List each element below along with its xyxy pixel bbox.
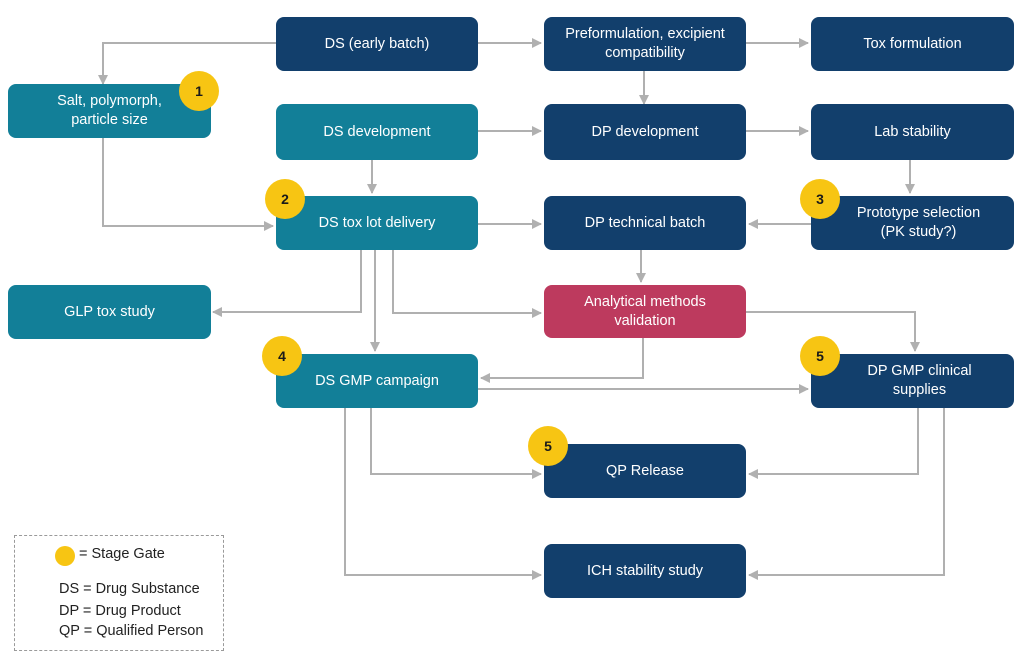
node-ds-early-batch: DS (early batch): [276, 17, 478, 71]
node-ds-tox-lot-delivery: DS tox lot delivery: [276, 196, 478, 250]
arrow-salt-to-ds-tox-lot: [102, 138, 274, 231]
node-ds-gmp-campaign: DS GMP campaign: [276, 354, 478, 408]
arrow-analytical-to-dp-gmp: [746, 311, 920, 352]
node-ich-stability-study: ICH stability study: [544, 544, 746, 598]
node-analytical-methods-validation: Analytical methods validation: [544, 285, 746, 338]
node-preformulation: Preformulation, excipient compatibility: [544, 17, 746, 71]
legend-dp: DP = Drug Product: [59, 603, 181, 619]
stage-gate-legend-dot: [55, 546, 75, 566]
stage-gate-badge: 4: [262, 336, 302, 376]
node-lab-stability: Lab stability: [811, 104, 1014, 160]
legend-stage-gate: = Stage Gate: [79, 546, 165, 562]
stage-gate-badge: 1: [179, 71, 219, 111]
stage-gate-badge: 3: [800, 179, 840, 219]
node-tox-formulation: Tox formulation: [811, 17, 1014, 71]
arrow-dp-gmp-to-ich-stability: [748, 408, 945, 580]
arrow-ds-gmp-to-qp-release: [370, 408, 542, 479]
node-dp-technical-batch: DP technical batch: [544, 196, 746, 250]
arrow-analytical-to-ds-gmp: [480, 338, 644, 383]
legend: = Stage Gate DS = Drug Substance DP = Dr…: [14, 535, 224, 651]
arrow-ds-tox-lot-to-glp: [212, 250, 362, 317]
node-dp-development: DP development: [544, 104, 746, 160]
node-prototype-selection: Prototype selection (PK study?): [811, 196, 1014, 250]
stage-gate-badge: 5: [800, 336, 840, 376]
node-glp-tox-study: GLP tox study: [8, 285, 211, 339]
node-ds-development: DS development: [276, 104, 478, 160]
node-salt-polymorph: Salt, polymorph, particle size: [8, 84, 211, 138]
arrow-ds-early-to-salt: [98, 42, 276, 85]
arrow-dp-gmp-to-qp-release: [748, 408, 919, 479]
stage-gate-badge: 2: [265, 179, 305, 219]
legend-qp: QP = Qualified Person: [59, 623, 204, 639]
arrow-ds-tox-lot-to-analytical: [392, 250, 542, 318]
node-dp-gmp-clinical-supplies: DP GMP clinical supplies: [811, 354, 1014, 408]
stage-gate-badge: 5: [528, 426, 568, 466]
node-qp-release: QP Release: [544, 444, 746, 498]
legend-ds: DS = Drug Substance: [59, 581, 200, 597]
arrow-ds-gmp-to-ich-stability: [344, 408, 542, 580]
